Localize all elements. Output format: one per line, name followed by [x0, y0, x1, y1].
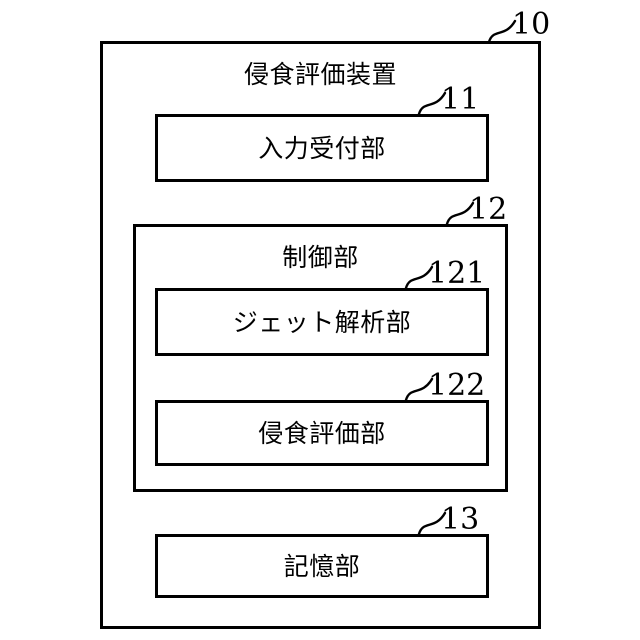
- block-title-device: 侵食評価装置: [243, 60, 397, 89]
- block-title-storage-unit: 記憶部: [283, 551, 361, 581]
- leader-line-121: [404, 265, 434, 290]
- ref-numeral-10: 10: [512, 7, 551, 42]
- ref-numeral-122: 122: [428, 368, 486, 403]
- leader-line-13: [417, 511, 447, 536]
- ref-numeral-13: 13: [441, 502, 480, 537]
- block-input-reception-unit: 入力受付部: [155, 114, 489, 182]
- block-title-input-reception-unit: 入力受付部: [258, 133, 386, 163]
- ref-numeral-12: 12: [469, 192, 508, 227]
- leader-line-122: [404, 377, 434, 402]
- leader-line-12: [445, 201, 475, 226]
- ref-numeral-11: 11: [441, 82, 480, 117]
- leader-line-11: [417, 91, 447, 116]
- ref-numeral-121: 121: [428, 256, 486, 291]
- block-storage-unit: 記憶部: [155, 534, 489, 598]
- block-title-control-unit: 制御部: [282, 243, 359, 272]
- block-title-jet-analysis-unit: ジェット解析部: [232, 307, 412, 337]
- block-jet-analysis-unit: ジェット解析部: [155, 288, 489, 356]
- block-title-erosion-evaluation-unit: 侵食評価部: [258, 418, 386, 448]
- leader-line-10: [487, 19, 517, 44]
- block-erosion-evaluation-unit: 侵食評価部: [155, 400, 489, 466]
